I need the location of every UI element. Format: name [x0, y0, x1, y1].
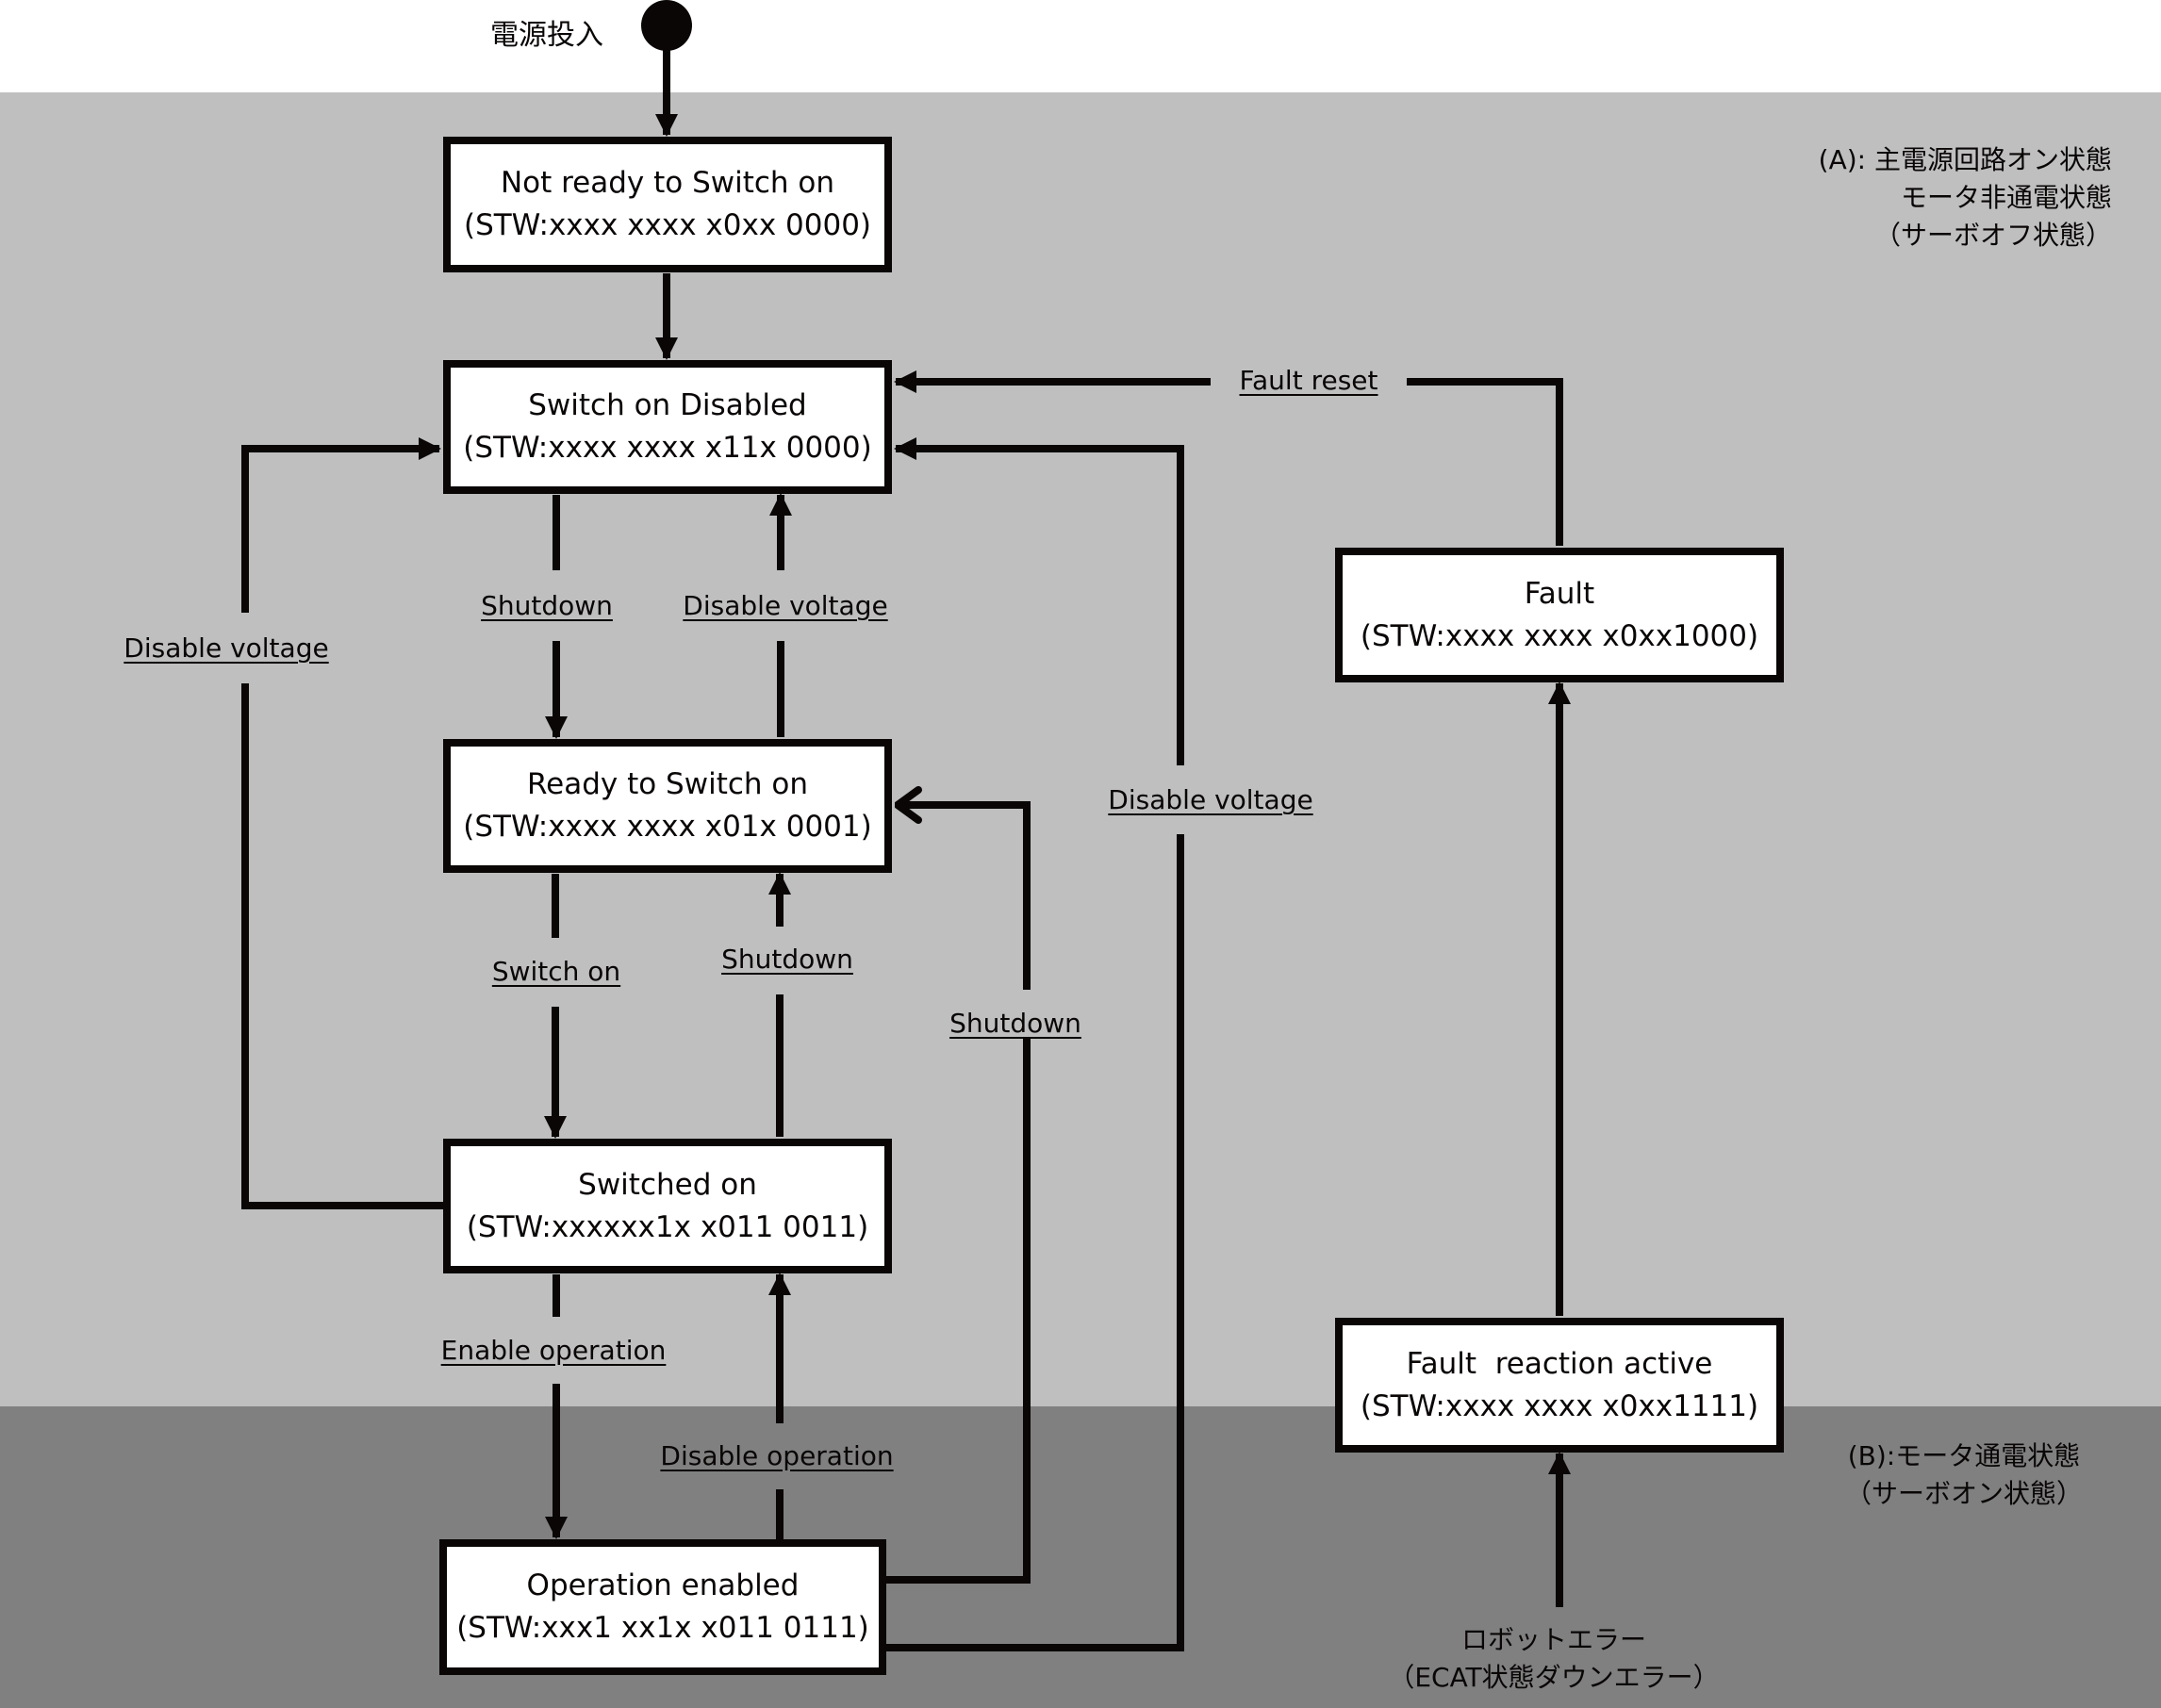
transition-label-shutdown-3[interactable]: Shutdown: [949, 1008, 1081, 1039]
arrow-shutdown-3: [886, 1037, 1031, 1584]
transition-label-switch-on[interactable]: Switch on: [491, 956, 621, 987]
power-on-label: 電源投入: [490, 19, 603, 52]
zone-b-label: (B):モータ通電状態 （サーボオン状態）: [1844, 1440, 2084, 1509]
state-stw: (STW:xxxx xxxx x01x 0001): [463, 810, 872, 844]
state-name: Switched on: [578, 1167, 757, 1202]
state-name: Not ready to Switch on: [500, 166, 835, 200]
state-name: Switch on Disabled: [528, 388, 807, 422]
transition-label-disable-voltage-right[interactable]: Disable voltage: [1108, 784, 1313, 815]
arrow-disable-voltage-right: [886, 834, 1184, 1651]
transition-label-disable-voltage[interactable]: Disable voltage: [683, 590, 888, 621]
state-fault[interactable]: Fault (STW:xxxx xxxx x0xx1000): [1335, 548, 1784, 682]
zone-b-background: [0, 1406, 2161, 1708]
state-ready-to-switch-on[interactable]: Ready to Switch on (STW:xxxx xxxx x01x 0…: [443, 739, 892, 873]
state-stw: (STW:xxxxxx1x x011 0011): [466, 1209, 869, 1244]
arrow-disable-voltage-left: [241, 683, 443, 1209]
state-name: Operation enabled: [526, 1568, 800, 1602]
transition-label-fault-reset[interactable]: Fault reset: [1239, 365, 1378, 396]
arrow-fault-reset: [1407, 378, 1563, 546]
state-not-ready-to-switch-on[interactable]: Not ready to Switch on (STW:xxxx xxxx x0…: [443, 137, 892, 272]
state-name: Ready to Switch on: [526, 767, 809, 801]
zone-a-label: (A): 主電源回路オン状態 モータ非通電状態 （サーボオフ状態）: [1818, 144, 2112, 251]
transition-label-disable-voltage-left[interactable]: Disable voltage: [124, 632, 329, 664]
state-stw: (STW:xxxx xxxx x11x 0000): [463, 431, 872, 465]
state-stw: (STW:xxx1 xx1x x011 0111): [456, 1611, 869, 1645]
zone-a-background: [0, 92, 2161, 1406]
state-fault-reaction-active[interactable]: Fault reaction active (STW:xxxx xxxx x0x…: [1335, 1318, 1784, 1453]
transition-label-enable-operation[interactable]: Enable operation: [440, 1335, 667, 1366]
state-switched-on[interactable]: Switched on (STW:xxxxxx1x x011 0011): [443, 1139, 892, 1273]
initial-state-dot: [641, 0, 692, 51]
state-stw: (STW:xxxx xxxx x0xx1111): [1360, 1388, 1759, 1423]
state-stw: (STW:xxxx xxxx x0xx 0000): [463, 208, 872, 242]
transition-label-disable-operation[interactable]: Disable operation: [660, 1440, 894, 1471]
state-name: Fault reaction active: [1406, 1346, 1713, 1381]
robot-error-trigger-label: ロボットエラー （ECAT状態ダウンエラー）: [1388, 1624, 1720, 1693]
state-name: Fault: [1524, 576, 1595, 611]
state-operation-enabled[interactable]: Operation enabled (STW:xxx1 xx1x x011 01…: [439, 1539, 886, 1675]
state-stw: (STW:xxxx xxxx x0xx1000): [1360, 618, 1759, 653]
transition-label-shutdown[interactable]: Shutdown: [481, 590, 613, 621]
transition-label-shutdown-2[interactable]: Shutdown: [721, 944, 853, 975]
state-switch-on-disabled[interactable]: Switch on Disabled (STW:xxxx xxxx x11x 0…: [443, 360, 892, 494]
